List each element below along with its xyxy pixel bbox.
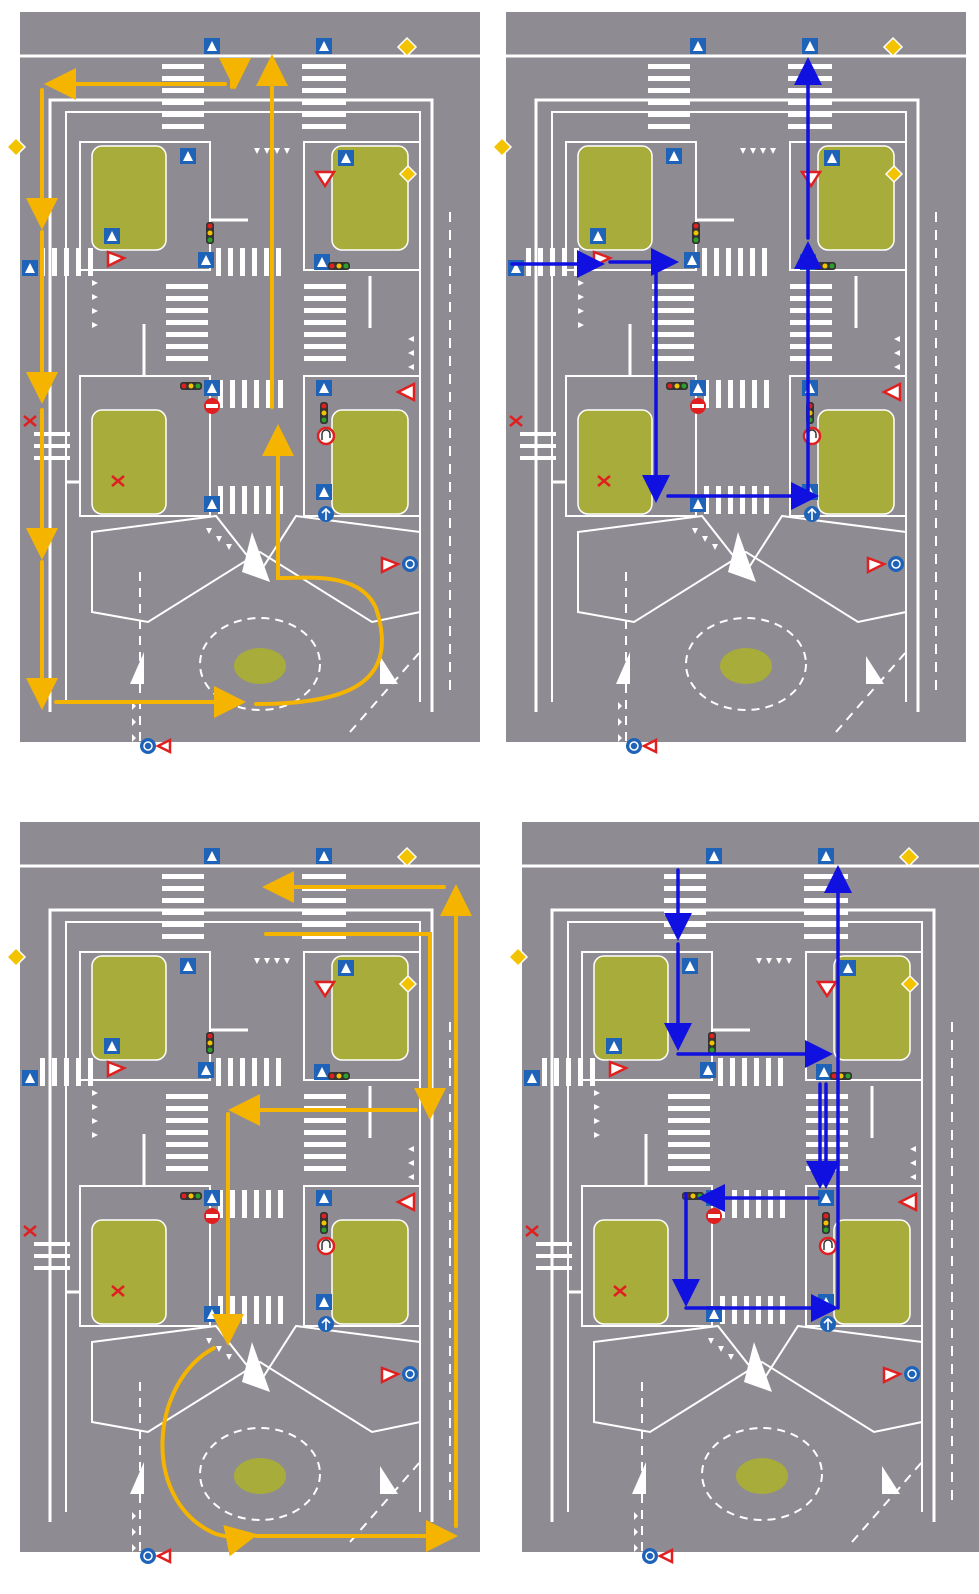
panel-bottom-left xyxy=(5,820,482,1566)
panel-bottom-right xyxy=(507,820,979,1566)
orange-route-path xyxy=(160,871,472,1557)
blue-route-path xyxy=(664,865,852,1322)
panel-top-left xyxy=(5,10,482,756)
orange-route-path xyxy=(26,54,384,718)
blue-route-path xyxy=(510,57,822,510)
panel-top-right xyxy=(491,10,968,756)
